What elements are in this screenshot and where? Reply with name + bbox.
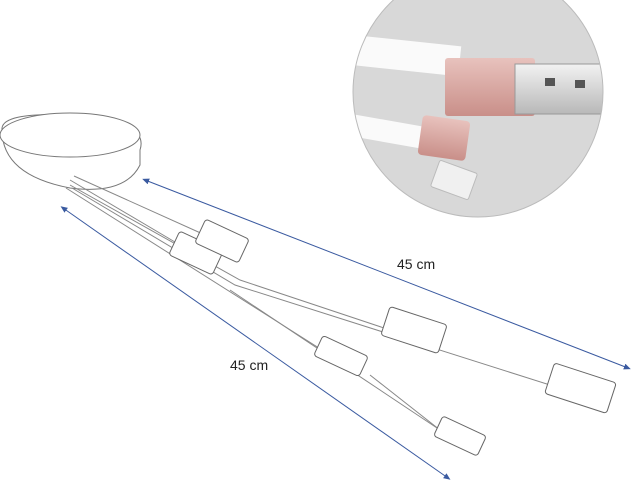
connector-closeup-inset (352, 0, 604, 218)
cable-reel (0, 112, 142, 190)
lower-dimension-arrow (60, 206, 451, 480)
lower-length-label: 45 cm (230, 357, 269, 373)
upper-length-label: 45 cm (397, 256, 436, 272)
